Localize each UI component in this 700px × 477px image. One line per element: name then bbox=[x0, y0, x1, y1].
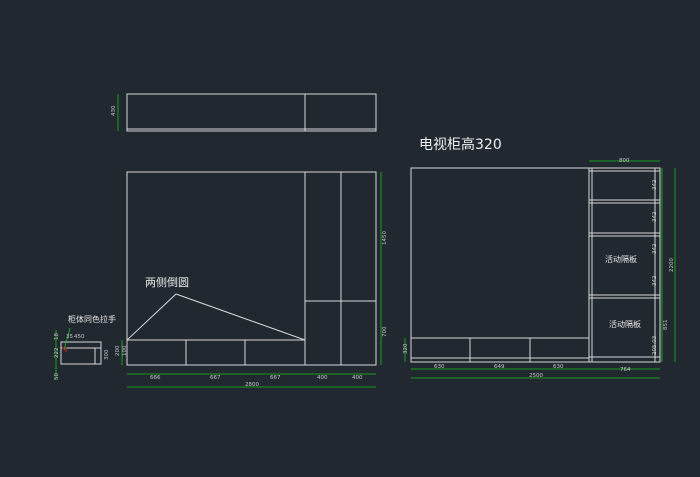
left-upper-height-text: 1450 bbox=[382, 231, 388, 245]
side-dim-50: 50 bbox=[54, 373, 60, 380]
left-lower-height-text: 700 bbox=[382, 326, 388, 337]
left-width-3: 667 bbox=[270, 375, 281, 381]
rounded-corner-wedge bbox=[126, 293, 306, 341]
right-shelf-height-3: 342 bbox=[652, 244, 658, 255]
left-base-b-text: 100 bbox=[122, 345, 128, 356]
right-total-height-text: 2200 bbox=[669, 258, 675, 272]
right-total-text: 2500 bbox=[529, 373, 543, 379]
both-sides-rounded-label: 两侧倒圆 bbox=[145, 276, 189, 289]
movable-shelf-label-1: 活动隔板 bbox=[605, 254, 637, 264]
side-dim-18: 18 bbox=[54, 333, 60, 340]
tv-cabinet-height-title: 电视柜高320 bbox=[419, 136, 502, 153]
handle-marker bbox=[62, 347, 67, 352]
left-base-a-text: 200 bbox=[115, 345, 121, 356]
left-elevation-outline bbox=[126, 171, 377, 366]
movable-shelf-label-2: 活动隔板 bbox=[609, 319, 641, 329]
right-elevation-outline bbox=[410, 167, 661, 363]
side-dim-450: 450 bbox=[74, 334, 85, 340]
left-total-text: 2800 bbox=[245, 382, 259, 388]
same-color-handle-label: 柜体同色拉手 bbox=[68, 314, 116, 324]
left-elevation: 两侧倒圆 1450 700 200 100 666 667 667 400 40… bbox=[115, 171, 388, 388]
right-width-2: 649 bbox=[494, 364, 505, 370]
right-base-text: 205.03 bbox=[652, 335, 658, 355]
right-elevation: 电视柜高320 活动隔板 活动隔板 800 342 342 342 342 20… bbox=[403, 136, 676, 379]
right-top-width-text: 800 bbox=[619, 158, 630, 164]
left-width-2: 667 bbox=[210, 375, 221, 381]
side-dim-35: 35 bbox=[66, 334, 73, 340]
right-shelf-height-2: 342 bbox=[652, 212, 658, 223]
side-dim-300: 300 bbox=[104, 349, 110, 360]
right-shelf-height-1: 342 bbox=[652, 180, 658, 191]
left-width-1: 666 bbox=[150, 375, 161, 381]
right-width-1: 630 bbox=[434, 364, 445, 370]
right-tv-height-text: 320 bbox=[403, 343, 409, 354]
side-dim-222: 222 bbox=[54, 348, 60, 359]
right-shelf-height-4: 342 bbox=[652, 276, 658, 287]
side-section: 柜体同色拉手 18 35 450 222 300 50 bbox=[54, 314, 116, 380]
right-lower-height-text: 851 bbox=[663, 320, 669, 331]
right-shelf-width-text: 764 bbox=[620, 367, 631, 373]
top-plan-view: 430 bbox=[111, 93, 377, 132]
left-width-5: 400 bbox=[352, 375, 363, 381]
top-view-depth-text: 430 bbox=[111, 105, 117, 116]
left-width-4: 400 bbox=[317, 375, 328, 381]
top-view-outline bbox=[126, 93, 377, 132]
side-section-outline bbox=[60, 341, 102, 365]
handle-leader-line bbox=[63, 327, 71, 351]
right-width-3: 630 bbox=[553, 364, 564, 370]
